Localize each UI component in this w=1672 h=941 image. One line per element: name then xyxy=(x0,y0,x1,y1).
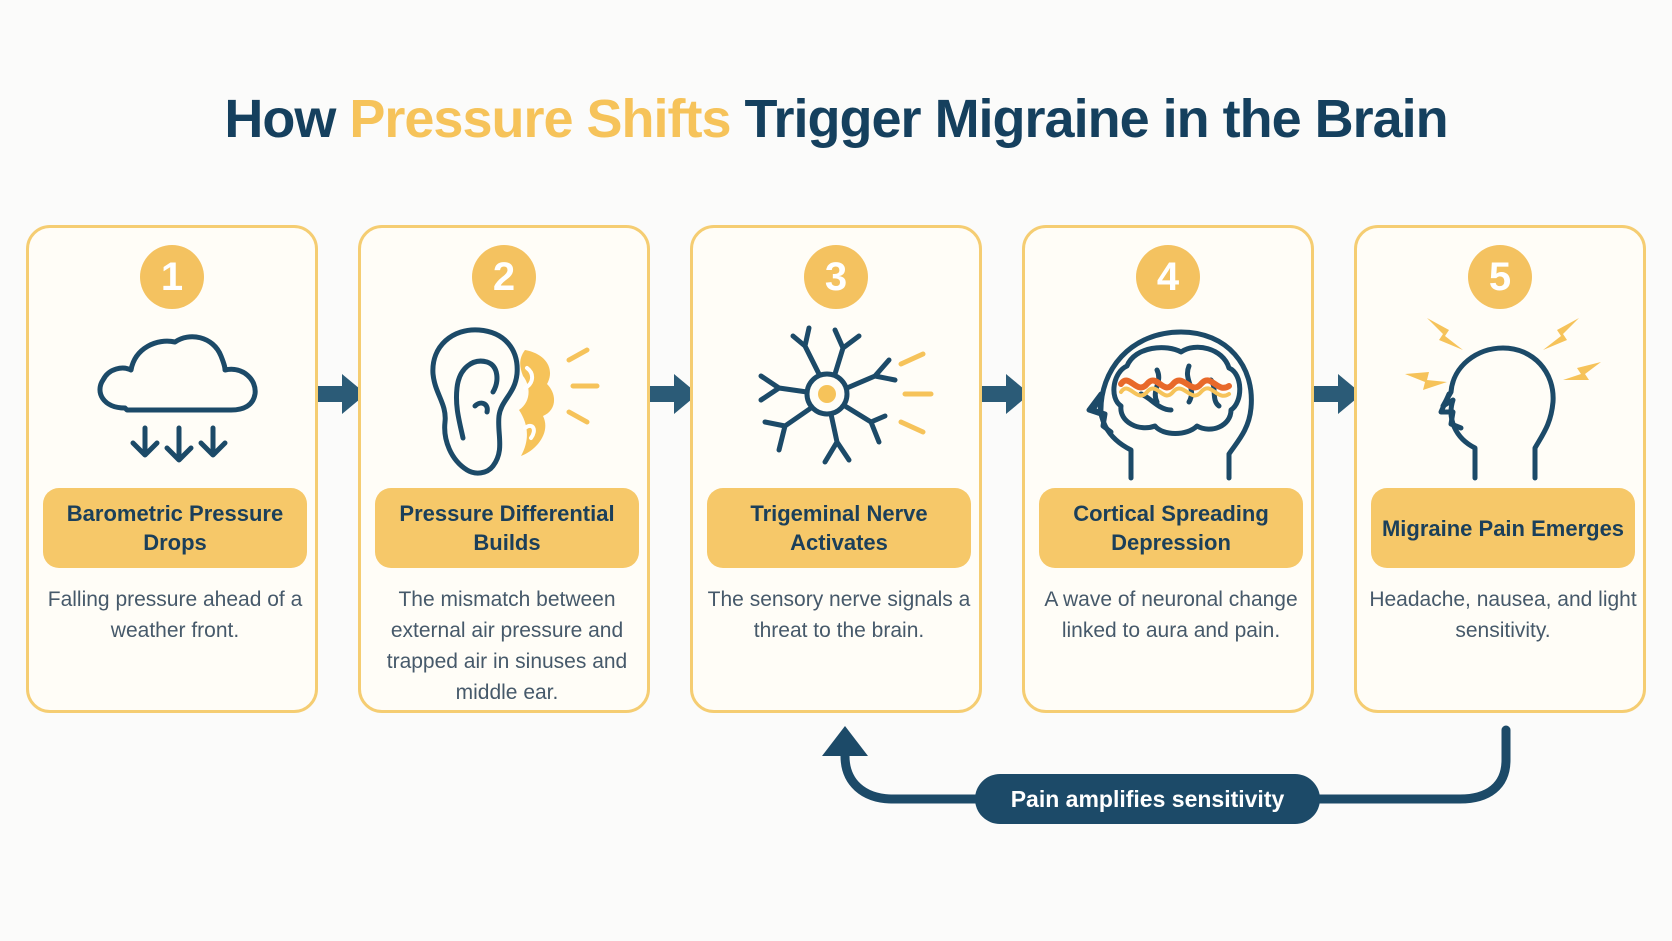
step-number-badge: 1 xyxy=(140,245,204,309)
rain-cloud-icon xyxy=(97,334,258,463)
step-description: Falling pressure ahead of a weather fron… xyxy=(47,588,303,642)
neuron-icon xyxy=(758,325,934,465)
flow-arrow-icon xyxy=(650,374,698,414)
step-number-badge: 3 xyxy=(804,245,868,309)
step-description: The mismatch between external air pressu… xyxy=(386,588,628,704)
head-pain-icon xyxy=(1405,318,1601,481)
step-card-4: 4 Cortical Spreading Depression A wave o… xyxy=(1022,225,1314,713)
step-card-2: 2 Pressure Differential Builds The misma… xyxy=(358,225,650,713)
ear-sinus-icon xyxy=(430,327,600,476)
flow-arrow-icon xyxy=(982,374,1030,414)
step-label: Pressure Differential Builds xyxy=(375,488,639,568)
page-title: How Pressure Shifts Trigger Migraine in … xyxy=(0,88,1672,150)
title-highlight: Pressure Shifts xyxy=(349,89,731,149)
step-number-badge: 2 xyxy=(472,245,536,309)
flow-arrow-icon xyxy=(1314,374,1362,414)
step-card-3: 3 Trigeminal Nerve Activates The sensory… xyxy=(690,225,982,713)
title-part-2: Trigger Migraine in the Brain xyxy=(730,89,1449,149)
step-description: Headache, nausea, and light sensitivity. xyxy=(1369,588,1637,642)
step-card-1: 1 Barometric Pressure Drops Falling pres… xyxy=(26,225,318,713)
step-label: Migraine Pain Emerges xyxy=(1371,488,1635,568)
step-label: Trigeminal Nerve Activates xyxy=(707,488,971,568)
title-part-1: How xyxy=(224,89,350,149)
step-number-badge: 5 xyxy=(1468,245,1532,309)
feedback-loop-label: Pain amplifies sensitivity xyxy=(975,774,1320,824)
step-description: The sensory nerve signals a threat to th… xyxy=(707,588,971,642)
step-number-badge: 4 xyxy=(1136,245,1200,309)
flow-arrow-icon xyxy=(318,374,366,414)
step-label: Cortical Spreading Depression xyxy=(1039,488,1303,568)
step-description: A wave of neuronal change linked to aura… xyxy=(1044,588,1298,642)
step-label: Barometric Pressure Drops xyxy=(43,488,307,568)
brain-wave-icon xyxy=(1086,329,1254,481)
step-card-5: 5 Migraine Pain Emerges Headache, nausea… xyxy=(1354,225,1646,713)
